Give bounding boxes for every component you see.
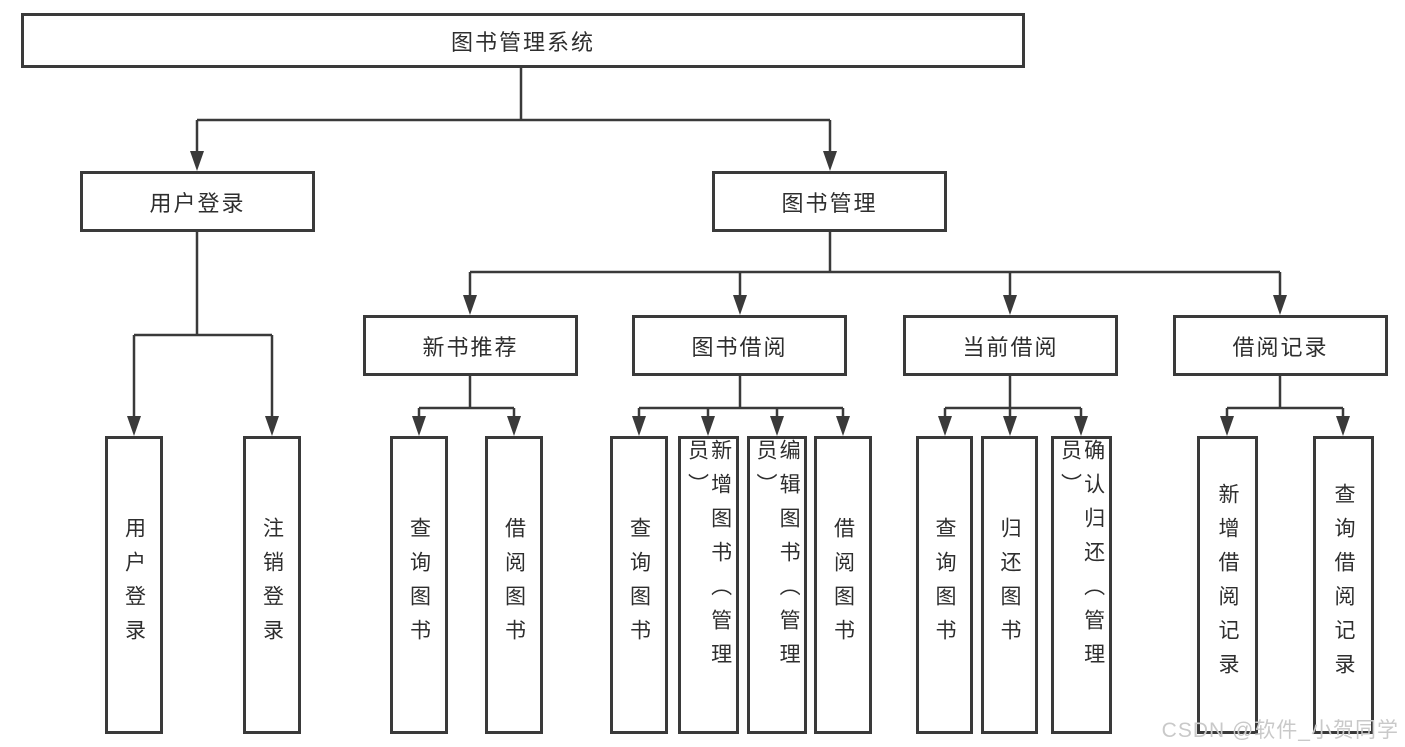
connector-borrowing-records-to-leaves xyxy=(1225,376,1345,418)
leaf-query-books-recommendation: 查询图书 xyxy=(390,436,448,734)
connector-lines xyxy=(132,68,1345,418)
node-label: 用户登录 xyxy=(122,517,146,653)
arrow-down-icon xyxy=(632,416,646,436)
leaf-borrow-books-recommendation: 借阅图书 xyxy=(485,436,543,734)
leaf-edit-book-admin: 编辑图书（管理员） xyxy=(747,436,807,734)
leaf-query-borrow-records: 查询借阅记录 xyxy=(1313,436,1374,734)
arrow-down-icon xyxy=(1220,416,1234,436)
leaf-confirm-return-admin: 确认归还（管理员） xyxy=(1051,436,1112,734)
leaf-query-books-borrowing: 查询图书 xyxy=(610,436,668,734)
leaf-logout: 注销登录 xyxy=(243,436,301,734)
arrow-down-icon xyxy=(823,151,837,171)
arrow-down-icon xyxy=(733,295,747,315)
connector-book-borrowing-to-leaves xyxy=(637,376,845,418)
arrow-down-icon xyxy=(770,416,784,436)
leaf-query-books-current: 查询图书 xyxy=(916,436,973,734)
arrow-down-icon xyxy=(190,151,204,171)
connector-root-to-level2 xyxy=(195,68,832,153)
node-borrowing-records: 借阅记录 xyxy=(1173,315,1388,376)
node-label: 确认归还（管理员） xyxy=(1058,439,1105,677)
leaf-add-book-admin: 新增图书（管理员） xyxy=(678,436,739,734)
connector-current-borrowing-to-leaves xyxy=(943,376,1083,418)
node-label: 借阅图书 xyxy=(831,517,855,653)
node-label: 借阅记录 xyxy=(1232,334,1329,360)
node-label: 当前借阅 xyxy=(962,334,1059,360)
leaf-user-login: 用户登录 xyxy=(105,436,163,734)
arrow-down-icon xyxy=(463,295,477,315)
arrow-down-icon xyxy=(701,416,715,436)
node-label: 新增借阅记录 xyxy=(1216,483,1240,687)
arrow-down-icon xyxy=(127,416,141,436)
leaf-add-borrow-record: 新增借阅记录 xyxy=(1197,436,1258,734)
node-label: 图书管理 xyxy=(781,190,878,216)
arrow-down-icon xyxy=(1273,295,1287,315)
arrow-down-icon xyxy=(938,416,952,436)
arrow-down-icon xyxy=(412,416,426,436)
connector-new-book-recommendation-to-leaves xyxy=(417,376,516,418)
connector-user-login-to-leaves xyxy=(132,232,274,418)
node-label: 新书推荐 xyxy=(422,334,519,360)
arrow-down-icon xyxy=(507,416,521,436)
node-user-login: 用户登录 xyxy=(80,171,315,232)
node-label: 归还图书 xyxy=(998,517,1022,653)
node-current-borrowing: 当前借阅 xyxy=(903,315,1118,376)
node-label: 查询借阅记录 xyxy=(1332,483,1356,687)
node-label: 图书借阅 xyxy=(691,334,788,360)
node-label: 查询图书 xyxy=(933,517,957,653)
connector-book-management-to-level3 xyxy=(468,232,1282,297)
node-label: 编辑图书（管理员） xyxy=(754,439,801,677)
arrowheads xyxy=(127,151,1350,436)
node-new-book-recommendation: 新书推荐 xyxy=(363,315,578,376)
leaf-return-book: 归还图书 xyxy=(981,436,1038,734)
node-label: 注销登录 xyxy=(260,517,284,653)
node-label: 新增图书（管理员） xyxy=(685,439,732,677)
arrow-down-icon xyxy=(836,416,850,436)
watermark: CSDN @软件_小贺同学 xyxy=(1161,719,1399,742)
arrow-down-icon xyxy=(1074,416,1088,436)
node-label: 借阅图书 xyxy=(502,517,526,653)
node-library-management-system: 图书管理系统 xyxy=(21,13,1025,68)
arrow-down-icon xyxy=(265,416,279,436)
arrow-down-icon xyxy=(1003,416,1017,436)
arrow-down-icon xyxy=(1336,416,1350,436)
node-book-borrowing: 图书借阅 xyxy=(632,315,847,376)
leaf-borrow-books: 借阅图书 xyxy=(814,436,872,734)
node-label: 图书管理系统 xyxy=(450,29,595,55)
arrow-down-icon xyxy=(1003,295,1017,315)
node-label: 用户登录 xyxy=(149,190,246,216)
node-label: 查询图书 xyxy=(627,517,651,653)
node-book-management: 图书管理 xyxy=(712,171,947,232)
node-label: 查询图书 xyxy=(407,517,431,653)
